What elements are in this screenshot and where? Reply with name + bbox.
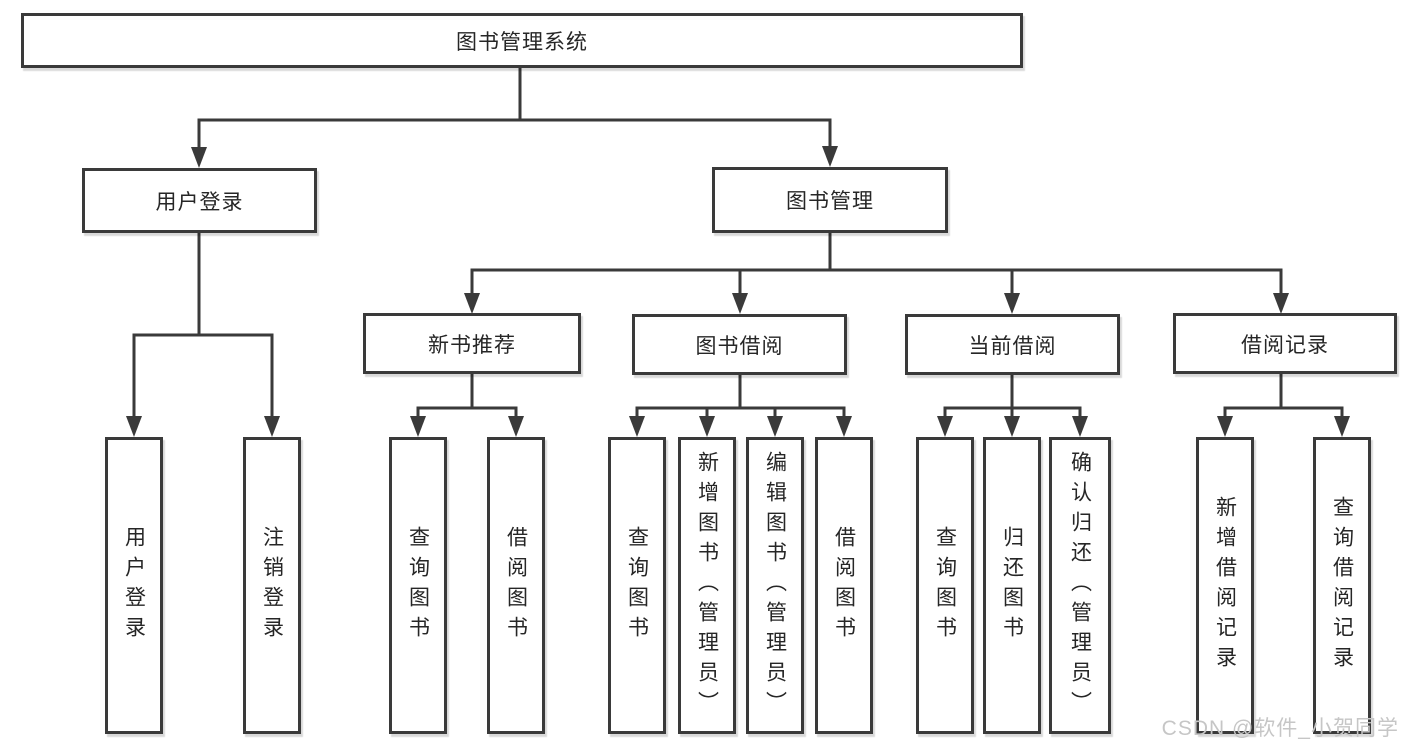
node-new-book-recommend: 新书推荐 bbox=[363, 313, 581, 374]
node-borrow-records: 借阅记录 bbox=[1173, 313, 1397, 374]
leaf-query-books: 查询图书 bbox=[389, 437, 447, 734]
node-user-login: 用户登录 bbox=[82, 168, 317, 233]
leaf-confirm-return-admin: 确认归还（管理员） bbox=[1049, 437, 1111, 734]
leaf-query-books: 查询图书 bbox=[608, 437, 666, 734]
leaf-logout-login: 注销登录 bbox=[243, 437, 301, 734]
node-current-borrow: 当前借阅 bbox=[905, 314, 1120, 375]
node-book-borrow: 图书借阅 bbox=[632, 314, 847, 375]
leaf-add-books-admin: 新增图书（管理员） bbox=[678, 437, 736, 734]
leaf-query-books: 查询图书 bbox=[916, 437, 974, 734]
leaf-query-borrow-record: 查询借阅记录 bbox=[1313, 437, 1371, 734]
watermark: CSDN @软件_小贺同学 bbox=[1161, 717, 1399, 740]
leaf-borrow-books: 借阅图书 bbox=[487, 437, 545, 734]
leaf-user-login: 用户登录 bbox=[105, 437, 163, 734]
node-library-management-system: 图书管理系统 bbox=[21, 13, 1023, 68]
leaf-borrow-books: 借阅图书 bbox=[815, 437, 873, 734]
node-book-management: 图书管理 bbox=[712, 167, 948, 233]
leaf-return-books: 归还图书 bbox=[983, 437, 1041, 734]
leaf-add-borrow-record: 新增借阅记录 bbox=[1196, 437, 1254, 734]
leaf-edit-books-admin: 编辑图书（管理员） bbox=[746, 437, 804, 734]
